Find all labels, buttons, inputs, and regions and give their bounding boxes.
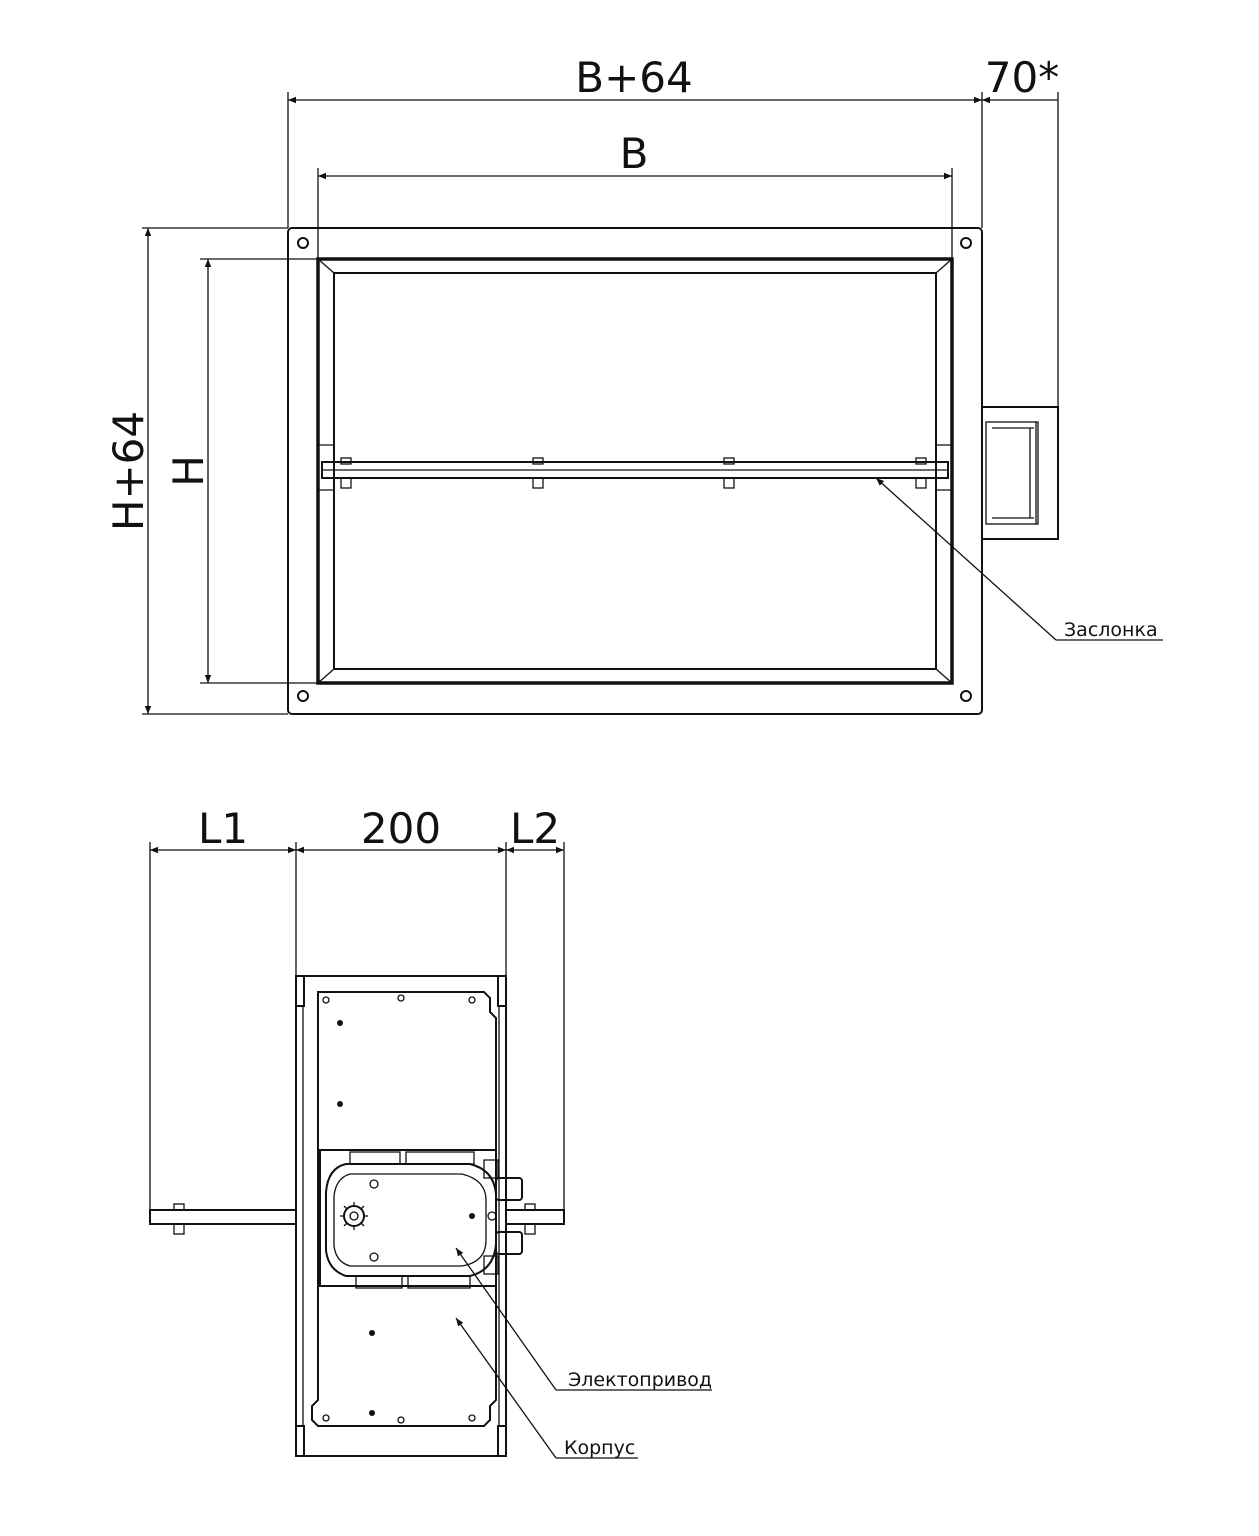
shaft-side <box>149 1209 297 1225</box>
label-damper-blade: Заслонка <box>1064 619 1158 641</box>
dim-front-width-inner: B <box>620 129 649 178</box>
mounting-plate <box>311 991 497 1427</box>
dim-front-height-outer: H+64 <box>104 411 153 531</box>
bolt-hole <box>297 690 309 702</box>
actuator-mount-front <box>981 406 1059 540</box>
dim-side-length: 200 <box>361 804 441 853</box>
label-housing: Корпус <box>564 1437 635 1459</box>
damper-blade <box>321 457 949 489</box>
dim-side-l2: L2 <box>510 804 560 853</box>
dim-front-height-inner: H <box>164 455 213 487</box>
front-view: B+64 B 70* H+64 H Заслонка <box>104 53 1163 715</box>
label-actuator: Электопривод <box>568 1369 712 1391</box>
front-flange-outer <box>287 227 983 715</box>
dim-front-width-outer: B+64 <box>575 53 692 102</box>
bolt-hole <box>960 237 972 249</box>
front-frame-inner-2 <box>333 272 937 670</box>
actuator <box>319 1149 523 1289</box>
side-view: L1 200 L2 Электопривод Корпус <box>149 804 712 1459</box>
bolt-hole <box>960 690 972 702</box>
dim-actuator-offset: 70* <box>985 53 1059 102</box>
dim-side-l1: L1 <box>198 804 248 853</box>
bolt-hole <box>297 237 309 249</box>
front-frame-inner <box>316 257 954 685</box>
